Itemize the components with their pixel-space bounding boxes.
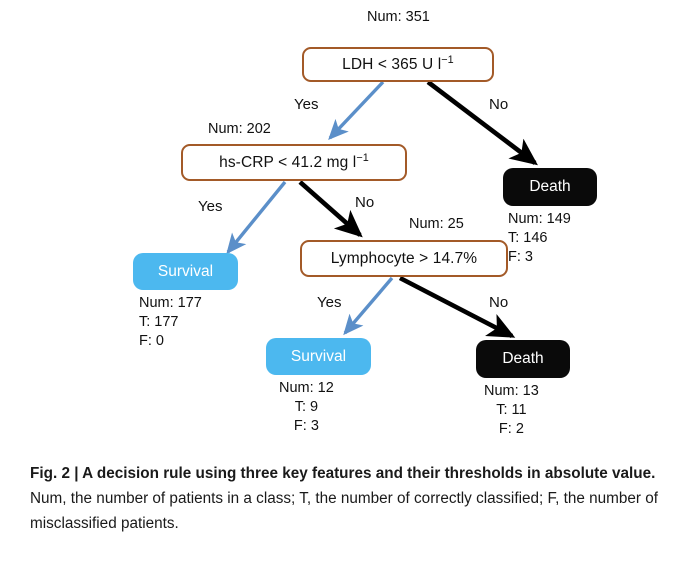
root-num-label: Num: 351 [367, 9, 430, 25]
lymphocyte-num-label: Num: 25 [409, 216, 464, 232]
figure-caption: Fig. 2 | A decision rule using three key… [30, 462, 675, 536]
caption-body: Num, the number of patients in a class; … [30, 489, 659, 532]
leaf-stats-death-right: Num: 149 T: 146 F: 3 [508, 210, 571, 267]
edge-label-hscrp-no: No [355, 194, 375, 211]
edge-label-root-yes: Yes [294, 96, 319, 113]
death-right-num: Num: 149 [508, 211, 571, 227]
edge-lymph-yes [343, 276, 394, 336]
decision-node-lymphocyte[interactable]: Lymphocyte > 14.7% [300, 240, 508, 277]
edge-label-lymph-yes: Yes [317, 294, 342, 311]
caption-figure-number: Fig. 2 | [30, 465, 83, 482]
edge-hscrp-no [298, 180, 363, 238]
leaf-stats-death-bottom: Num: 13 T: 11 F: 2 [484, 382, 539, 439]
survival-bottom-t: T: 9 [294, 398, 319, 415]
survival-left-f: F: 0 [139, 332, 164, 349]
death-bottom-t: T: 11 [496, 401, 527, 418]
edge-label-hscrp-yes: Yes [198, 198, 223, 215]
leaf-node-death-right-label: Death [529, 178, 571, 195]
decision-node-ldh-label: LDH < 365 U l−1 [342, 54, 454, 74]
hscrp-num-label: Num: 202 [208, 121, 271, 137]
edge-root-no [426, 80, 538, 166]
leaf-node-survival-bottom[interactable]: Survival [266, 338, 371, 375]
death-bottom-num: Num: 13 [484, 383, 539, 399]
leaf-stats-survival-bottom: Num: 12 T: 9 F: 3 [279, 379, 334, 436]
edge-label-root-no: No [489, 96, 509, 113]
survival-left-num: Num: 177 [139, 295, 202, 311]
leaf-stats-survival-left: Num: 177 T: 177 F: 0 [139, 294, 202, 351]
decision-node-hscrp-text: hs-CRP < 41.2 mg l [219, 154, 357, 172]
leaf-node-survival-left[interactable]: Survival [133, 253, 238, 290]
decision-node-ldh-text: LDH < 365 U l [342, 56, 442, 74]
decision-node-hscrp-unit-exponent: −1 [356, 152, 369, 165]
survival-bottom-f: F: 3 [293, 417, 319, 434]
edge-root-yes [328, 80, 385, 140]
decision-node-lymphocyte-label: Lymphocyte > 14.7% [330, 249, 478, 267]
survival-left-t: T: 177 [139, 313, 179, 330]
death-bottom-f: F: 2 [498, 420, 524, 437]
leaf-node-survival-bottom-label: Survival [290, 347, 347, 365]
leaf-node-death-bottom-label: Death [502, 350, 544, 367]
edge-hscrp-yes [226, 180, 287, 255]
decision-node-hscrp[interactable]: hs-CRP < 41.2 mg l−1 [181, 144, 407, 181]
decision-tree-figure: Num: 351 LDH < 365 U l−1 Yes No Num: 202… [133, 9, 597, 439]
caption-bold-title: A decision rule using three key features… [82, 465, 656, 482]
survival-bottom-num: Num: 12 [279, 380, 334, 396]
death-right-f: F: 3 [508, 248, 533, 265]
leaf-node-death-bottom[interactable]: Death [476, 340, 570, 378]
edge-label-lymph-no: No [489, 294, 509, 311]
decision-node-ldh-unit-exponent: −1 [441, 54, 454, 67]
decision-node-hscrp-label: hs-CRP < 41.2 mg l−1 [219, 152, 369, 172]
leaf-node-death-right[interactable]: Death [503, 168, 597, 206]
leaf-node-survival-left-label: Survival [157, 262, 214, 280]
death-right-t: T: 146 [508, 229, 548, 246]
decision-node-ldh[interactable]: LDH < 365 U l−1 [302, 47, 494, 82]
